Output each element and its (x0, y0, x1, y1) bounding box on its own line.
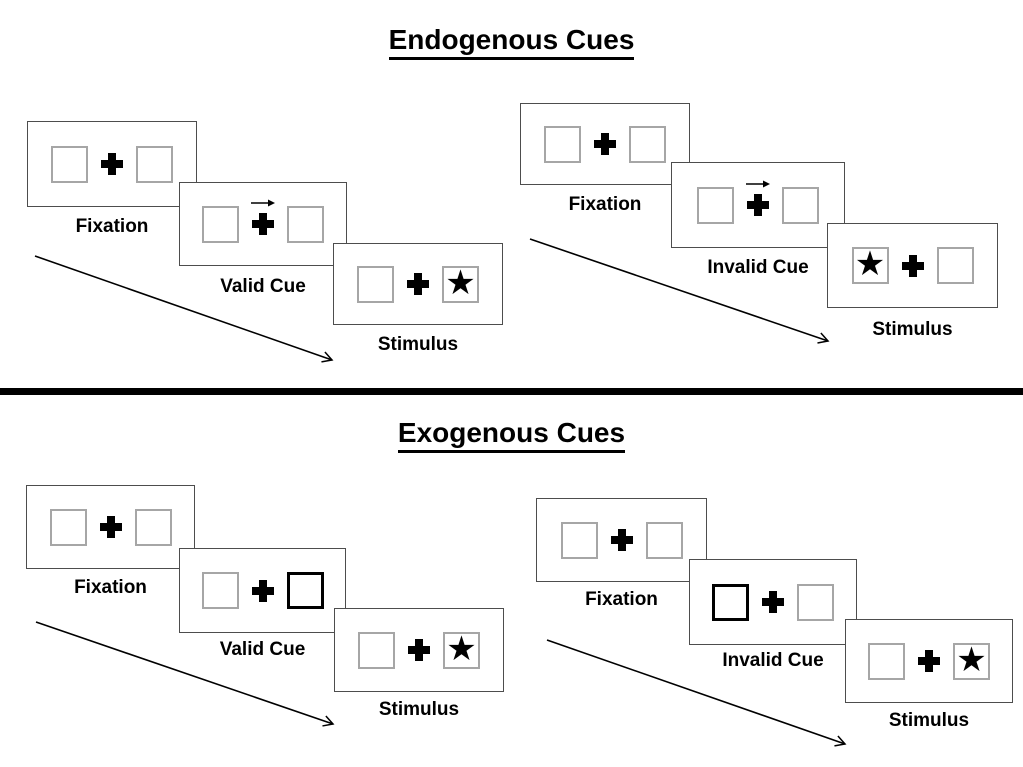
plus-cross (762, 591, 784, 613)
endogenous-section-title: Endogenous Cues (0, 24, 1023, 60)
left-box (358, 631, 395, 669)
right-box (287, 205, 324, 243)
right-box: ★ (442, 262, 479, 303)
exo-valid-cue-label: Valid Cue (219, 639, 306, 660)
exo-invalid-time-arrow (546, 639, 847, 747)
exo-valid-time-arrow (35, 621, 335, 727)
plus-icon (918, 650, 940, 672)
exo-invalid-stimulus-label: Stimulus (888, 710, 970, 731)
plus-cross (101, 153, 123, 175)
exo-valid-fixation-label: Fixation (74, 577, 147, 598)
exo-invalid-fixation-label: Fixation (585, 589, 658, 610)
endo-valid-fixation-panel (27, 121, 197, 207)
left-box (202, 205, 239, 243)
left-box (868, 642, 905, 680)
left-box: ★ (851, 244, 889, 284)
endo-valid-time-arrow (34, 255, 334, 363)
star-icon: ★ (854, 244, 886, 284)
plus-icon (407, 273, 429, 295)
plus-icon (594, 133, 616, 155)
right-box: ★ (443, 628, 480, 669)
plus-icon (101, 153, 123, 175)
exogenous-title-text: Exogenous Cues (397, 417, 626, 453)
endo-valid-cue-panel (179, 182, 347, 266)
plus-cross (610, 529, 633, 551)
right-box (936, 247, 974, 284)
exo-invalid-cue-label: Invalid Cue (722, 650, 824, 671)
right-box (136, 145, 173, 183)
plus-icon (99, 516, 122, 538)
left-box (712, 583, 749, 621)
plus-cross (901, 254, 924, 277)
exogenous-section-title: Exogenous Cues (0, 417, 1023, 453)
endo-valid-fixation-label: Fixation (75, 216, 149, 237)
left-box (544, 125, 581, 163)
endo-invalid-cue-panel (671, 162, 845, 248)
plus-icon (762, 591, 784, 613)
right-box (797, 583, 834, 621)
endogenous-title-text: Endogenous Cues (388, 24, 635, 60)
right-box: ★ (953, 639, 990, 680)
exo-valid-stimulus-label: Stimulus (378, 699, 460, 720)
endo-invalid-time-arrow (529, 238, 830, 344)
plus-icon (408, 639, 430, 661)
star-icon: ★ (956, 639, 987, 680)
endo-invalid-stimulus-panel: ★ (827, 223, 998, 308)
right-box (645, 521, 683, 559)
exo-invalid-stimulus-panel: ★ (845, 619, 1013, 703)
exo-invalid-fixation-panel (536, 498, 707, 582)
star-icon: ★ (445, 262, 476, 303)
plus-cross (252, 213, 274, 235)
left-box (357, 265, 394, 303)
left-box (560, 521, 598, 559)
left-box (201, 572, 239, 609)
exo-valid-cue-panel (179, 548, 346, 633)
plus-cross (918, 650, 940, 672)
plus-cross (747, 194, 769, 216)
exo-invalid-cue-panel (689, 559, 857, 645)
left-box (697, 186, 734, 224)
star-icon: ★ (446, 628, 477, 669)
cue-arrow-right-icon (746, 180, 770, 188)
plus-cross (407, 273, 429, 295)
endo-valid-cue-label: Valid Cue (220, 276, 306, 297)
plus-cross (408, 639, 430, 661)
endo-valid-stimulus-panel: ★ (333, 243, 503, 325)
endo-invalid-cue-label: Invalid Cue (707, 257, 809, 278)
plus-icon (251, 579, 274, 602)
plus-icon (901, 254, 924, 277)
right-box (782, 186, 819, 224)
left-box (49, 508, 87, 546)
plus-cross (251, 579, 274, 602)
plus-icon (746, 180, 770, 216)
plus-cross (594, 133, 616, 155)
endo-invalid-fixation-label: Fixation (568, 194, 642, 215)
section-divider (0, 388, 1023, 395)
endo-invalid-fixation-panel (520, 103, 690, 185)
exo-valid-stimulus-panel: ★ (334, 608, 504, 692)
right-box (134, 508, 172, 546)
plus-icon (610, 529, 633, 551)
endo-invalid-stimulus-label: Stimulus (872, 319, 953, 340)
right-box (629, 125, 666, 163)
plus-icon (251, 199, 275, 235)
endo-valid-stimulus-label: Stimulus (377, 334, 459, 355)
right-box (286, 572, 324, 609)
cue-arrow-right-icon (251, 199, 275, 207)
plus-cross (99, 516, 122, 538)
exo-valid-fixation-panel (26, 485, 195, 569)
left-box (51, 145, 88, 183)
